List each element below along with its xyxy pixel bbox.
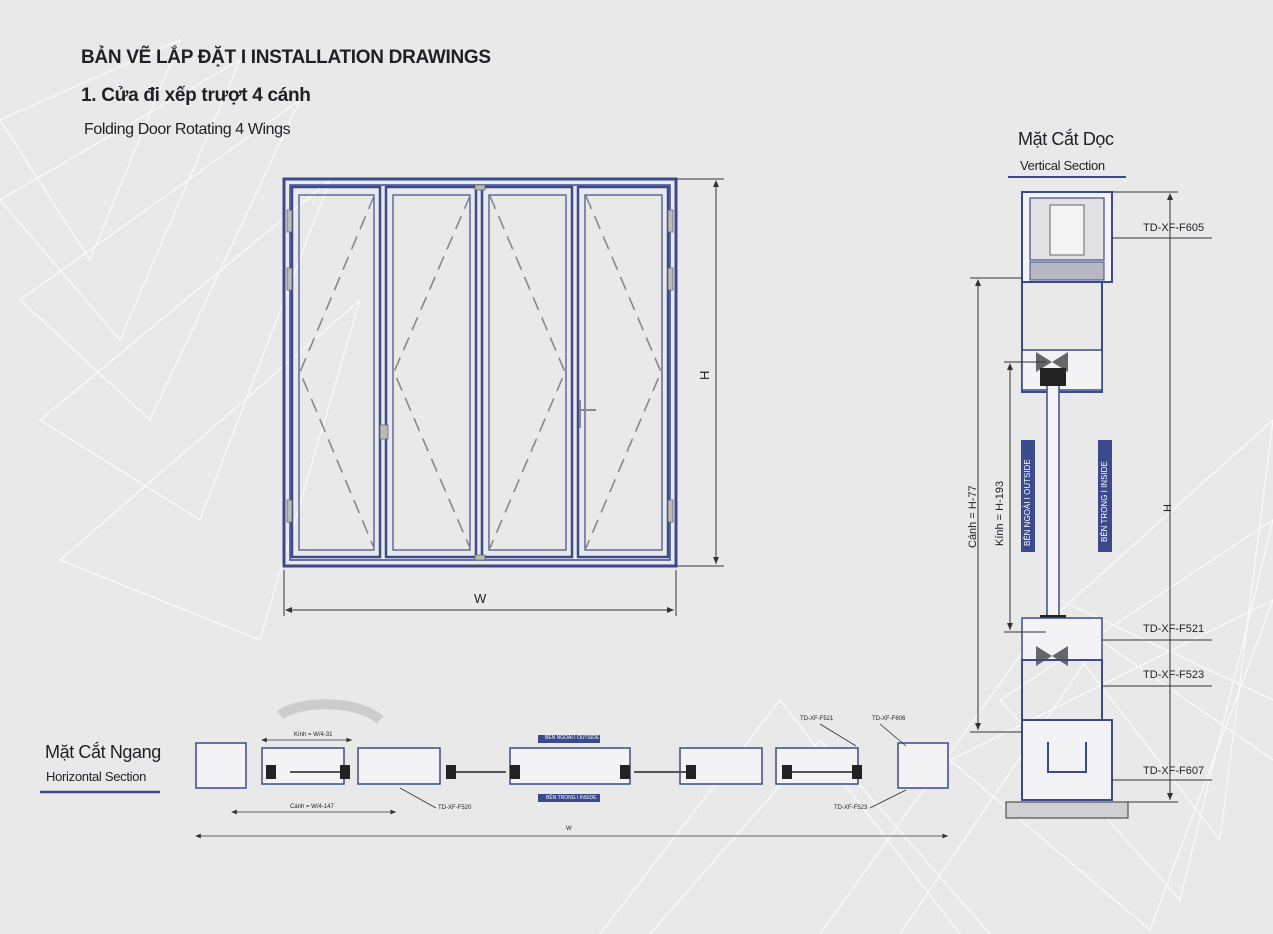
- inside-label: BÊN TRONG I INSIDE: [1100, 461, 1109, 542]
- height-dimension-label: H: [697, 370, 712, 380]
- profile-label-h-f520: TD-XF-F520: [438, 805, 472, 811]
- page-subtitle-english: Folding Door Rotating 4 Wings: [84, 121, 291, 138]
- inside-label-horizontal: BÊN TRONG I INSIDE: [546, 795, 597, 801]
- profile-label-h-f606: TD-XF-F606: [872, 716, 906, 722]
- inside-band: [1098, 440, 1112, 552]
- outside-label: BÊN NGOÀI I OUTSIDE: [1023, 459, 1032, 546]
- page-subtitle: 1. Cửa đi xếp trượt 4 cánh: [81, 85, 311, 106]
- total-width-dimension: W: [566, 826, 572, 832]
- profile-label-f605: TD-XF-F605: [1143, 222, 1205, 234]
- page-title: BẢN VẼ LẮP ĐẶT I INSTALLATION DRAWINGS: [81, 47, 491, 68]
- horizontal-section-subtitle: Horizontal Section: [46, 769, 147, 784]
- horizontal-section-dimensions: [40, 723, 948, 839]
- vertical-section-dimensions: [970, 176, 1212, 803]
- profile-label-h-f521: TD-XF-F521: [800, 716, 834, 722]
- door-elevation: [282, 177, 678, 568]
- outside-band: [1021, 440, 1035, 552]
- width-dimension-label: W: [474, 591, 487, 606]
- elevation-dimensions: [283, 178, 724, 616]
- glass-width-dimension: Kính = W/4-31: [294, 732, 333, 738]
- vertical-section-subtitle: Vertical Section: [1020, 158, 1105, 173]
- glass-height-dimension: Kính = H-193: [994, 480, 1006, 546]
- inside-band-horizontal: [538, 794, 600, 802]
- profile-label-f607: TD-XF-F607: [1143, 765, 1205, 777]
- total-height-dimension-vertical: H: [1162, 504, 1174, 512]
- profile-label-f521: TD-XF-F521: [1143, 623, 1205, 635]
- outside-label-horizontal: BÊN NGOÀI I OUTSIDE: [545, 735, 600, 741]
- profile-label-f523: TD-XF-F523: [1143, 669, 1205, 681]
- outside-band-horizontal: [538, 735, 600, 743]
- sash-height-dimension: Cánh = H-77: [967, 485, 979, 548]
- vertical-section-drawing: [1005, 191, 1129, 819]
- sash-width-dimension: Cánh = W/4-147: [290, 804, 334, 810]
- horizontal-section-drawing: [195, 699, 949, 789]
- horizontal-section-title: Mặt Cắt Ngang: [45, 742, 161, 762]
- vertical-section-title: Mặt Cắt Dọc: [1018, 129, 1114, 149]
- profile-label-h-f523: TD-XF-F523: [834, 805, 868, 811]
